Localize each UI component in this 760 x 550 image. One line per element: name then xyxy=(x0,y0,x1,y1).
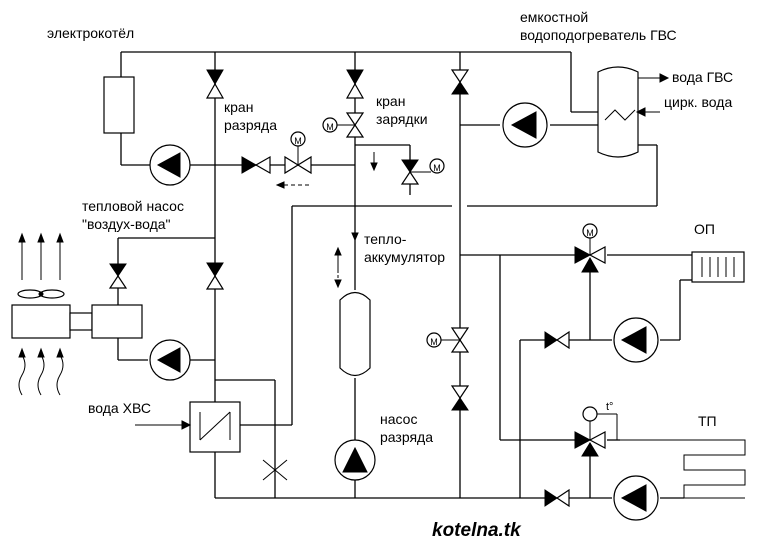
label-charge-valve-line1: кран xyxy=(376,93,405,109)
label-accumulator-line2: аккумулятор xyxy=(364,249,445,265)
mixing-valve-radiator: M xyxy=(574,223,606,273)
label-discharge-pump-line2: разряда xyxy=(380,429,433,445)
label-temperature-sensor: t° xyxy=(606,401,613,413)
label-accumulator-line1: тепло- xyxy=(364,231,407,247)
valve-dhw-top xyxy=(450,69,470,95)
label-charge-valve-line2: зарядки xyxy=(376,111,428,127)
motorized-valve-charge: M xyxy=(322,112,365,138)
mixing-valve-floor xyxy=(574,406,618,457)
air-flow-arrows xyxy=(18,232,64,396)
label-radiator-circuit: ОП xyxy=(694,221,715,237)
valve-charge-top xyxy=(345,69,365,99)
pump-discharge xyxy=(334,439,376,481)
pump-dhw xyxy=(502,102,548,148)
label-dhw-water: вода ГВС xyxy=(672,69,733,85)
electric-boiler xyxy=(103,76,135,134)
label-discharge-valve-line2: разряда xyxy=(224,117,277,133)
motor-label: M xyxy=(433,163,441,173)
valve-floor-bottom xyxy=(544,488,570,508)
motor-label: M xyxy=(294,136,302,146)
dhw-storage-tank xyxy=(597,66,670,158)
radiator-op xyxy=(691,251,745,283)
motor-label: M xyxy=(430,337,438,347)
throttle-symbol xyxy=(262,459,288,481)
pump-radiator xyxy=(613,317,659,363)
valve-heat-pump xyxy=(108,263,128,289)
motorized-valve-mid: M xyxy=(426,327,470,353)
motor-label: M xyxy=(326,122,334,132)
valve-lower-mid xyxy=(450,385,470,411)
valve-discharge-top xyxy=(205,69,225,99)
plate-heat-exchanger xyxy=(181,401,241,453)
pump-heat-pump xyxy=(149,339,191,381)
pump-floor xyxy=(613,475,659,521)
label-cold-water: вода ХВС xyxy=(88,400,151,416)
floor-heating-tp xyxy=(617,439,746,499)
label-electric-boiler: электрокотёл xyxy=(47,25,134,41)
piping xyxy=(117,51,692,499)
label-circ-water: цирк. вода xyxy=(664,94,732,110)
label-discharge-pump-line1: насос xyxy=(380,411,417,427)
label-heat-pump-line2: "воздух-вода" xyxy=(82,216,171,232)
motorized-valve-accumulator: M xyxy=(400,158,445,185)
website-caption: kotelna.tk xyxy=(432,520,522,541)
valve-radiator-branch xyxy=(544,330,570,350)
label-heat-pump-line1: тепловой насос xyxy=(82,198,184,214)
valve-discharge-mid xyxy=(205,262,225,290)
label-discharge-valve-line1: кран xyxy=(224,99,253,115)
heat-pump-outdoor-unit xyxy=(11,289,143,339)
motorized-valve-horizontal: M xyxy=(284,131,312,175)
pump-boiler xyxy=(149,144,191,186)
label-floor-circuit: ТП xyxy=(698,413,717,429)
valve-horizontal-boiler xyxy=(241,155,271,175)
label-dhw-heater-line1: емкостной xyxy=(520,9,588,25)
flow-arrows xyxy=(275,152,378,242)
label-dhw-heater-line2: водоподогреватель ГВС xyxy=(520,27,677,43)
motor-label: M xyxy=(586,228,594,238)
heat-accumulator-tank xyxy=(334,246,371,377)
